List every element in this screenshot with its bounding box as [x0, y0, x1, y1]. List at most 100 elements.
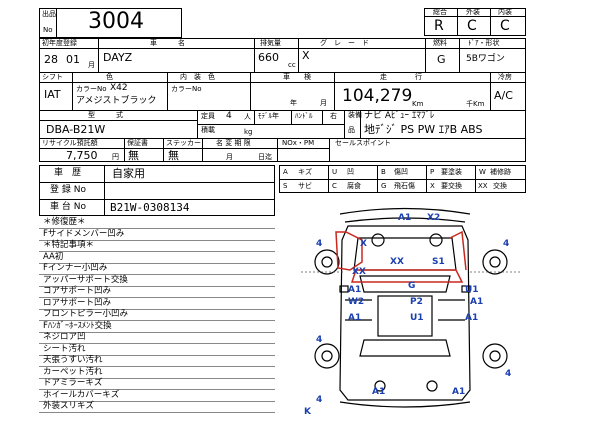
interior-color-no-label: カラーNo: [171, 85, 202, 93]
note-line: Fﾊﾝｶﾞｰﾎｰｽﾒﾝﾄ交換: [43, 320, 112, 331]
note-rule: [39, 297, 275, 298]
label-model-year: ﾓﾃﾞﾙ年: [258, 112, 279, 120]
note-line: ロアサポート凹み: [43, 297, 112, 308]
equipment-line-1: ナビ Aﾋﾞｭｰ ｴﾏﾌﾞﾚ: [364, 111, 435, 121]
color-no: X42: [110, 83, 128, 93]
capacity: 4: [226, 111, 232, 121]
mark-right-u1: U1: [465, 285, 479, 295]
recycle: 7,750: [66, 149, 98, 162]
legend-a-name: キズ: [298, 168, 312, 176]
legend-xx: XX: [478, 182, 488, 190]
mark-u1-center: U1: [410, 313, 424, 323]
first-reg-year: 28: [44, 53, 58, 66]
history-table: [39, 165, 275, 216]
model-name: DAYZ: [103, 51, 133, 64]
grade-box: [424, 8, 526, 36]
label-recycle: リサイクル預託額: [42, 139, 98, 147]
label-equipment: 装備: [348, 111, 362, 119]
note-rule: [39, 400, 275, 402]
mark-k: K: [304, 407, 311, 417]
reg-no-label: 登 録 No: [50, 185, 86, 195]
mark-left-a1-2: A1: [348, 313, 362, 323]
label-inspection: 車 検: [283, 73, 311, 81]
load-unit: kg: [244, 128, 253, 136]
legend-g-name: 飛石傷: [394, 182, 415, 190]
legend-c: C: [332, 182, 337, 190]
inspection-year-unit: 年: [290, 99, 297, 107]
note-line: AA初: [43, 251, 64, 262]
color-name: アメジストブラック: [76, 96, 157, 106]
mileage-thousand-km: 千Km: [466, 100, 485, 108]
note-line: ＊特記事項＊: [43, 240, 95, 250]
label-ac: 冷房: [498, 73, 512, 81]
first-reg-month: 01: [66, 53, 80, 66]
legend-g: G: [381, 182, 387, 190]
label-fuel: 燃料: [433, 39, 447, 47]
recycle-yen: 円: [112, 153, 119, 161]
name-change-day: 日迄: [258, 153, 272, 161]
exterior-value: C: [467, 18, 477, 34]
note-line: 外装スリキズ: [43, 401, 95, 411]
interior-label: 内装: [498, 8, 512, 16]
equipment-line-2: 地ﾃﾞｼﾞ PS PW ｴｱB ABS: [364, 123, 483, 136]
legend-b-name: 傷凹: [394, 168, 408, 176]
mark-s1: S1: [432, 257, 445, 267]
legend-b: B: [381, 168, 386, 176]
legend-a: A: [283, 168, 288, 176]
label-model-name: 車 名: [150, 39, 185, 47]
note-line: 天張うすい汚れ: [43, 355, 103, 365]
note-rule: [39, 262, 275, 264]
mark-front-right-4: 4: [503, 239, 510, 249]
label-sticker: ステッカー: [166, 139, 201, 147]
grade-text: X: [302, 49, 310, 62]
note-rule: [39, 331, 275, 333]
mark-rear-a1-left: A1: [372, 387, 386, 397]
label-sales-point: セールスポイント: [335, 139, 391, 147]
legend-s: S: [283, 182, 288, 190]
warranty: 無: [128, 149, 139, 162]
label-door: ﾄﾞｱ・形状: [468, 39, 500, 47]
mark-front-x2: X2: [427, 213, 441, 223]
capacity-unit: 人: [244, 113, 251, 121]
lot-label-top: 出品: [42, 10, 56, 18]
mark-g: G: [408, 281, 416, 291]
note-line: コアサポート凹み: [43, 286, 112, 296]
mark-bottom-4: 4: [316, 395, 323, 405]
legend-u: U: [332, 168, 338, 176]
note-rule: [39, 343, 275, 344]
label-handle: ﾊﾝﾄﾞﾙ: [295, 112, 313, 120]
lot-number: 3004: [88, 9, 144, 34]
legend-w-name: 補修跡: [490, 168, 511, 176]
sticker: 無: [168, 149, 179, 162]
door-shape: 5Bワゴン: [466, 54, 505, 64]
legend-p-name: 要塗装: [441, 168, 462, 176]
legend-c-name: 腐食: [347, 182, 361, 190]
legend-s-name: サビ: [298, 182, 312, 190]
note-line: フロントピラー小凹み: [43, 309, 129, 319]
note-rule: [39, 285, 275, 287]
note-line: シート汚れ: [43, 343, 86, 354]
legend-xx-name: 交換: [493, 182, 507, 190]
label-warranty: 保証書: [127, 139, 148, 147]
note-rule: [39, 308, 275, 310]
label-first-reg: 初年度登録: [42, 39, 77, 47]
mark-right-a1: A1: [470, 297, 484, 307]
note-line: アッパーサポート交換: [43, 274, 128, 285]
note-line: Fインナー小凹み: [43, 263, 108, 273]
legend-x: X: [430, 182, 435, 190]
grade-value: R: [434, 18, 444, 34]
mark-right-a1-2: A1: [465, 313, 479, 323]
displacement-cc: cc: [288, 61, 296, 69]
mileage-km: Km: [412, 100, 424, 108]
label-load: 積載: [201, 126, 215, 134]
fuel: G: [437, 53, 446, 66]
note-rule: [39, 366, 275, 367]
history-value: 自家用: [112, 167, 145, 180]
exterior-label: 外装: [466, 8, 480, 16]
label-color: 色: [106, 73, 113, 81]
label-capacity: 定員: [201, 112, 215, 120]
label-shift: シフト: [42, 73, 63, 81]
label-type: 型 式: [88, 111, 123, 119]
chassis-no: B21W-0308134: [110, 201, 190, 214]
